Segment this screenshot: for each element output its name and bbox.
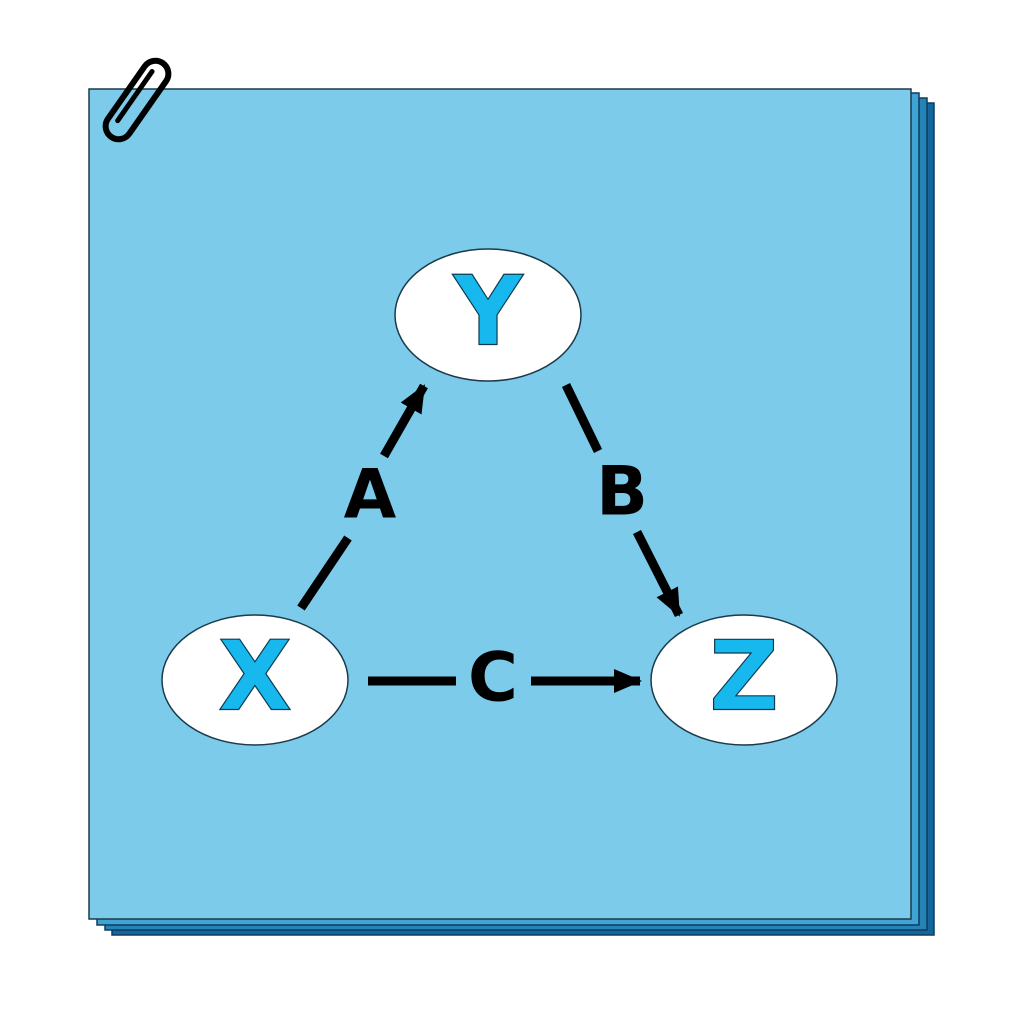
edges bbox=[297, 383, 684, 693]
edge-a-line-upper bbox=[380, 383, 428, 459]
paperclip-icon bbox=[102, 57, 172, 143]
paper-stack bbox=[88, 88, 935, 936]
edge-label-c: C bbox=[468, 639, 518, 718]
edge-label-b: B bbox=[596, 453, 648, 532]
node-y-label: Y bbox=[452, 255, 524, 367]
node-z-ellipse bbox=[650, 614, 838, 746]
node-x: X bbox=[161, 614, 349, 746]
node-z-label: Z bbox=[709, 620, 779, 732]
node-x-label: X bbox=[218, 620, 292, 732]
edge-label-a: A bbox=[344, 456, 397, 535]
edge-a-line-lower bbox=[297, 535, 352, 611]
edge-b-line-lower bbox=[632, 529, 684, 618]
node-z: Z bbox=[650, 614, 838, 746]
node-y-ellipse bbox=[394, 248, 582, 382]
node-y: Y bbox=[394, 248, 582, 382]
paper-sheet-front bbox=[88, 88, 912, 920]
edge-b-line-upper bbox=[561, 383, 603, 453]
node-x-ellipse bbox=[161, 614, 349, 746]
